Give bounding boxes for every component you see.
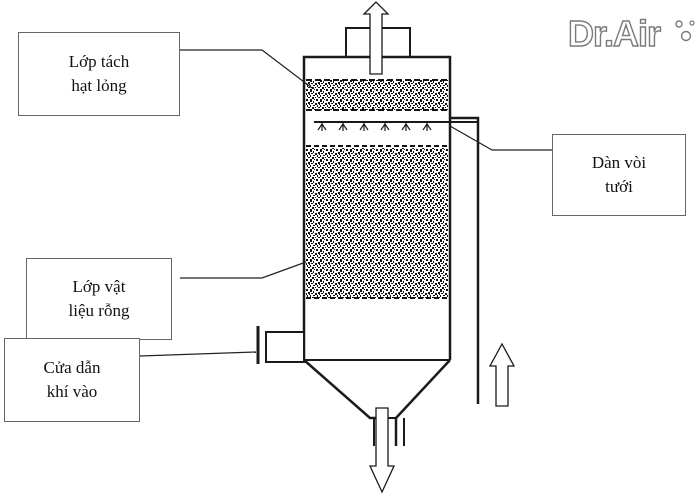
label-mist-line1: Lớp tách [68,52,130,71]
spray-nozzle [338,122,348,131]
label-spray-line1: Dàn vòi [591,153,647,172]
label-mist-line2: hạt lỏng [71,76,127,95]
spray-nozzle [422,122,432,131]
water-inflow-arrow [488,342,516,407]
gas-outlet-arrow [362,1,390,75]
label-spray-line2: tưới [605,177,633,196]
spray-nozzle [359,122,369,131]
leader-lines [139,49,552,357]
label-gas-inlet: Cửa dẫn khí vào [4,338,140,422]
label-packing-layer: Lớp vật liệu rỗng [26,258,172,340]
spray-nozzle [401,122,411,131]
spray-nozzle [317,122,327,131]
brand-logo: Dr.Air [567,13,661,54]
gas-inlet-nozzle [265,331,305,363]
label-spray-nozzles: Dàn vòi tưới [552,134,686,216]
label-packing-line1: Lớp vật [72,277,126,296]
liquid-drain-arrow [368,407,396,494]
label-inlet-line1: Cửa dẫn [43,358,101,377]
label-mist-eliminator: Lớp tách hạt lỏng [18,32,180,116]
label-inlet-line2: khí vào [46,382,98,401]
drain-pipe [373,418,405,446]
leader-gas-inlet [139,351,257,357]
brand-bubbles-icon [675,20,695,42]
water-supply-pipe [450,116,480,404]
packing-layer [306,148,448,298]
leader-packing-layer [180,261,307,279]
leader-mist-layer [180,49,313,89]
mist-eliminator-layer [306,80,448,110]
label-packing-line2: liệu rỗng [68,301,130,320]
spray-nozzles [317,122,432,131]
spray-nozzle [380,122,390,131]
leader-spray-nozzles [449,125,552,151]
